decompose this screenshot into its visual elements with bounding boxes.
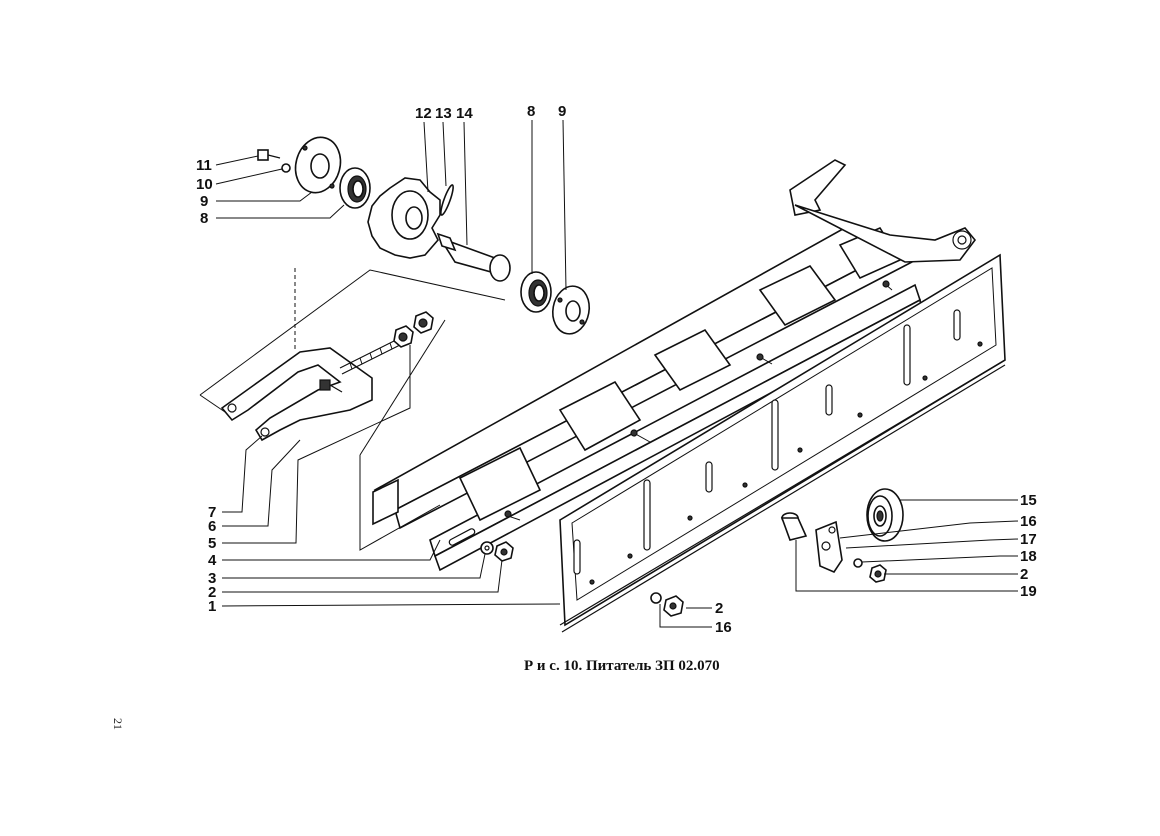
roller-assembly bbox=[780, 488, 904, 583]
callout-9-left: 9 bbox=[200, 193, 208, 210]
callout-13: 13 bbox=[435, 105, 452, 122]
nut-pair bbox=[393, 311, 434, 348]
callout-11: 11 bbox=[196, 157, 212, 174]
callout-2-bottom: 2 bbox=[715, 600, 723, 617]
flange-9-right bbox=[551, 285, 591, 335]
callout-2-right: 2 bbox=[1020, 566, 1028, 583]
callout-4: 4 bbox=[208, 552, 217, 569]
figure-caption: Р и с. 10. Питатель ЗП 02.070 bbox=[524, 658, 720, 674]
washer-10 bbox=[281, 163, 291, 173]
grouping-lines bbox=[199, 268, 506, 551]
callout-8-left: 8 bbox=[200, 210, 208, 227]
bearing-8-left bbox=[339, 167, 371, 209]
sprocket bbox=[367, 177, 441, 259]
bracket-16 bbox=[815, 520, 843, 573]
sprocket-assembly bbox=[257, 136, 591, 335]
flange-9-left bbox=[294, 136, 342, 194]
callout-6: 6 bbox=[208, 518, 216, 535]
callout-18: 18 bbox=[1020, 548, 1037, 565]
callout-16-bottom: 16 bbox=[715, 619, 732, 636]
cotter-pin-13 bbox=[440, 184, 454, 216]
callout-5: 5 bbox=[208, 535, 216, 552]
callout-16-right: 16 bbox=[1020, 513, 1037, 530]
washer-18 bbox=[853, 558, 863, 568]
fasteners-lower bbox=[480, 541, 684, 617]
callout-10: 10 bbox=[196, 176, 213, 193]
callout-15: 15 bbox=[1020, 492, 1037, 509]
callout-2-left: 2 bbox=[208, 584, 216, 601]
tension-bracket-assembly bbox=[220, 311, 434, 442]
callout-19: 19 bbox=[1020, 583, 1037, 600]
bolt-7 bbox=[319, 379, 343, 393]
callout-14: 14 bbox=[456, 105, 473, 122]
callout-labels: 11 10 9 8 12 13 14 8 9 7 6 5 4 3 2 1 15 … bbox=[196, 103, 1037, 636]
side-plate bbox=[559, 253, 1006, 633]
leader-lines bbox=[215, 119, 1019, 628]
callout-1: 1 bbox=[208, 598, 216, 615]
bearing-8-right bbox=[520, 271, 552, 313]
callout-8-right: 8 bbox=[527, 103, 535, 120]
callout-9-right: 9 bbox=[558, 103, 566, 120]
callout-12: 12 bbox=[415, 105, 432, 122]
callout-7: 7 bbox=[208, 504, 216, 521]
pin-19 bbox=[780, 512, 808, 541]
page-number: 21 bbox=[111, 718, 125, 730]
tension-screw bbox=[339, 337, 403, 375]
shaft-14 bbox=[436, 232, 511, 282]
callout-17: 17 bbox=[1020, 531, 1037, 548]
roller-15 bbox=[866, 488, 904, 542]
bolt-11 bbox=[257, 149, 281, 161]
callout-3: 3 bbox=[208, 570, 216, 587]
feeder-frame bbox=[372, 159, 977, 572]
